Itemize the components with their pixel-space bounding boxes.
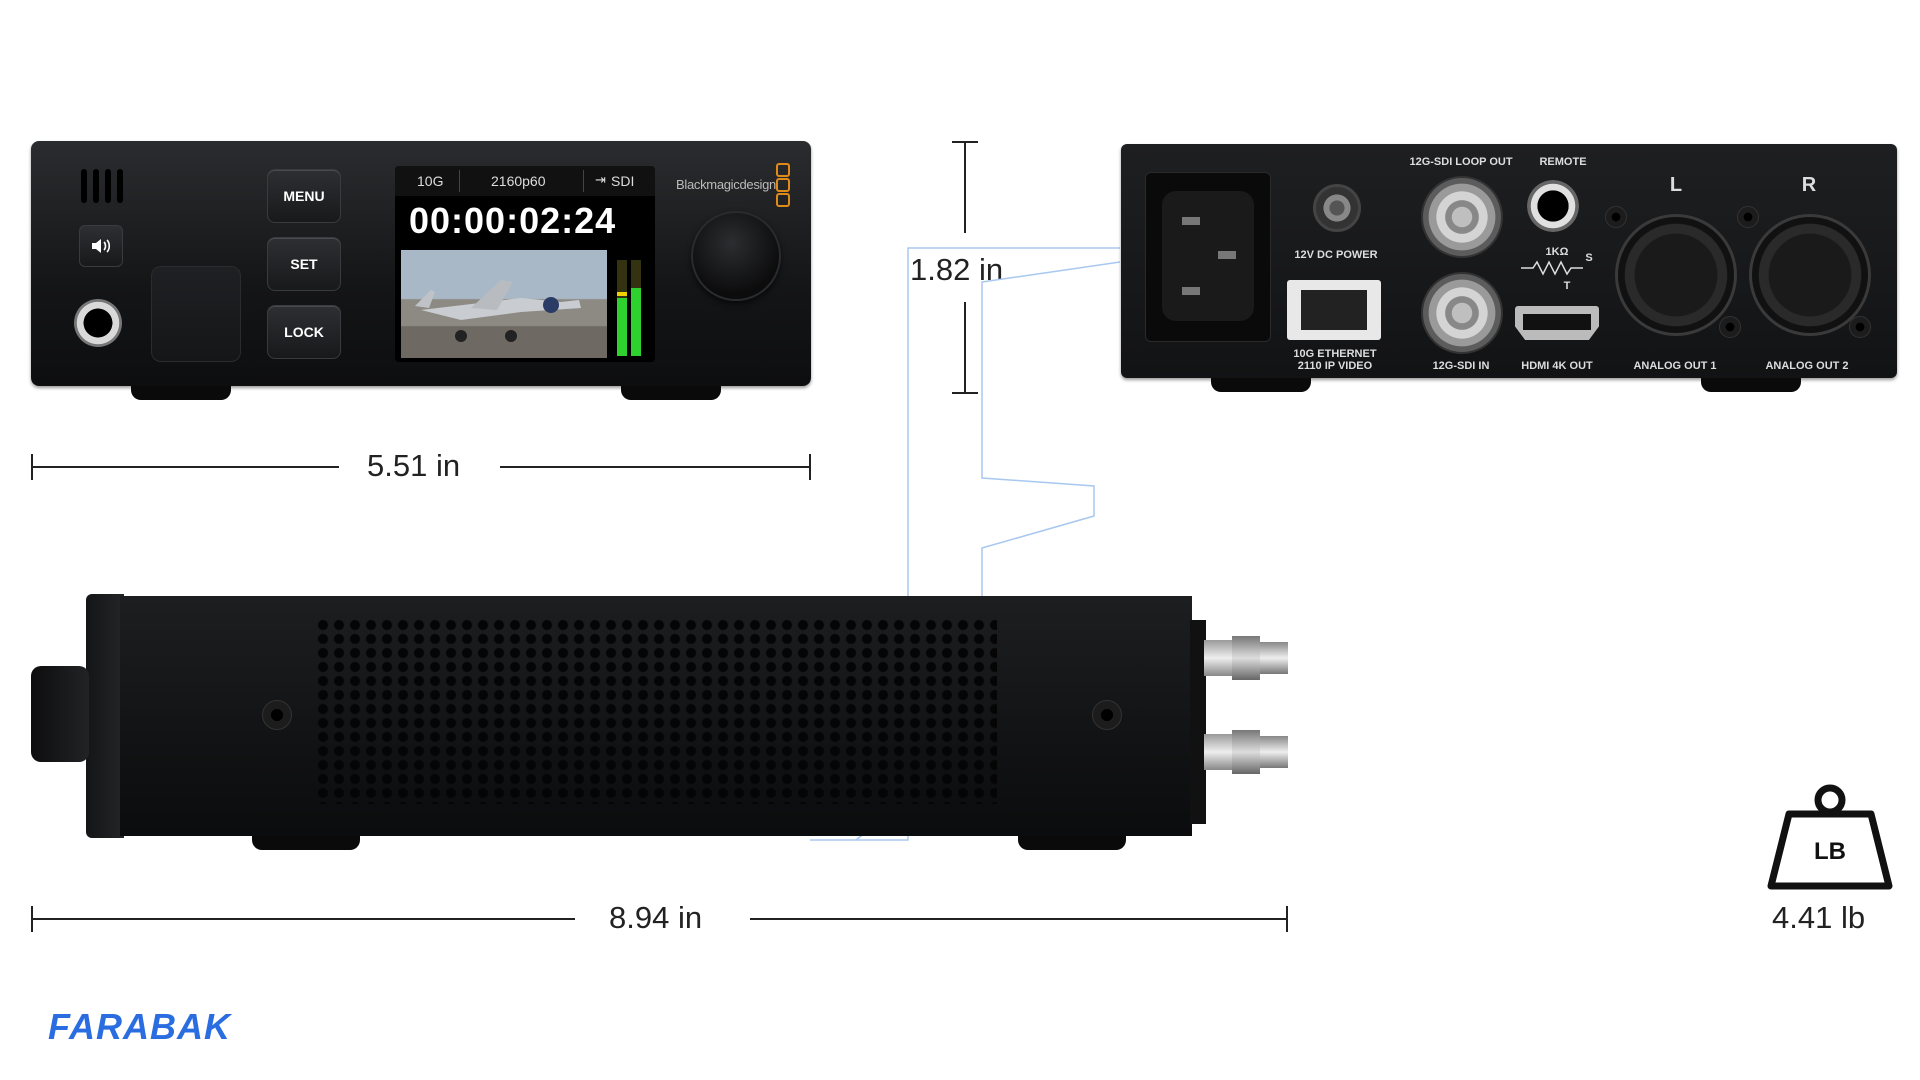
sdi-in-connector: [1421, 272, 1503, 354]
screen-source: SDI: [611, 173, 635, 189]
airplane-icon: [415, 280, 581, 342]
channel-right-label: R: [1801, 174, 1817, 196]
resistor-s: S: [1585, 252, 1593, 264]
hdmi-port: [1515, 306, 1599, 340]
screw: [1092, 700, 1122, 730]
dc-power-jack: [1313, 184, 1361, 232]
screw: [262, 700, 292, 730]
screw: [1849, 316, 1871, 338]
watermark-logo: FARABAK: [48, 1006, 231, 1047]
dial-side: [31, 666, 89, 762]
sdi-loop-out-label: 12G-SDI LOOP OUT: [1409, 156, 1513, 168]
weight-label: 4.41 lb: [1772, 900, 1866, 935]
screw: [1605, 206, 1627, 228]
lock-button[interactable]: LOCK: [267, 305, 341, 359]
screw: [1719, 316, 1741, 338]
input-arrow-icon: ⇥: [595, 172, 606, 187]
resistor-icon: [1521, 260, 1583, 276]
headphone-jack: [74, 299, 122, 347]
video-thumbnail: [401, 250, 607, 358]
screw: [1737, 206, 1759, 228]
speaker-icon: [92, 239, 111, 253]
remote-label: REMOTE: [1539, 156, 1587, 168]
speaker-grille: [81, 169, 123, 205]
weight-unit-badge: LB: [1814, 838, 1846, 865]
front-panel: MENU SET LOCK 10G 2160p60 ⇥ SDI 00:00:02…: [31, 141, 811, 400]
brand-logo: Blackmagicdesign: [676, 177, 776, 192]
resistor-value: 1KΩ: [1545, 246, 1569, 258]
side-bnc-top: [1204, 628, 1288, 688]
analog-out-1-connector: [1615, 214, 1737, 336]
power-inlet: [1145, 172, 1271, 342]
screen-format: 2160p60: [491, 173, 546, 189]
rear-panel: 12V DC POWER 10G ETHERNET 2110 IP VIDEO …: [1121, 144, 1897, 392]
dc-power-label: 12V DC POWER: [1294, 249, 1378, 261]
blank-pad: [151, 266, 241, 362]
timecode: 00:00:02:24: [409, 200, 617, 241]
search-dial[interactable]: [691, 211, 781, 301]
rear-edge-side: [1190, 620, 1206, 824]
side-panel: [120, 596, 1192, 836]
menu-button[interactable]: MENU: [267, 169, 341, 223]
depth-label: 8.94 in: [609, 900, 703, 935]
brand-mark-icon: [776, 163, 790, 207]
speaker-button[interactable]: [79, 225, 123, 267]
set-button[interactable]: SET: [267, 237, 341, 291]
hdmi-label: HDMI 4K OUT: [1521, 360, 1593, 372]
ethernet-label-1: 10G ETHERNET: [1293, 348, 1377, 360]
lcd-screen: 10G 2160p60 ⇥ SDI 00:00:02:24: [395, 166, 655, 362]
sdi-in-label: 12G-SDI IN: [1432, 360, 1490, 372]
analog-out-1-label: ANALOG OUT 1: [1633, 360, 1717, 372]
remote-jack: [1527, 180, 1579, 232]
screen-network: 10G: [417, 173, 444, 189]
ethernet-label-2: 2110 IP VIDEO: [1297, 360, 1373, 372]
ventilation-grille: [315, 618, 997, 804]
analog-out-2-connector: [1749, 214, 1871, 336]
channel-left-label: L: [1669, 174, 1683, 196]
ethernet-port: [1287, 280, 1381, 340]
weight-icon: [1767, 784, 1893, 890]
audio-meters: [617, 260, 647, 356]
sdi-loop-out-connector: [1421, 176, 1503, 258]
resistor-t: T: [1563, 280, 1571, 292]
width-label: 5.51 in: [367, 448, 461, 483]
side-bnc-bottom: [1204, 722, 1288, 782]
analog-out-2-label: ANALOG OUT 2: [1765, 360, 1849, 372]
front-bezel-side: [86, 594, 124, 838]
